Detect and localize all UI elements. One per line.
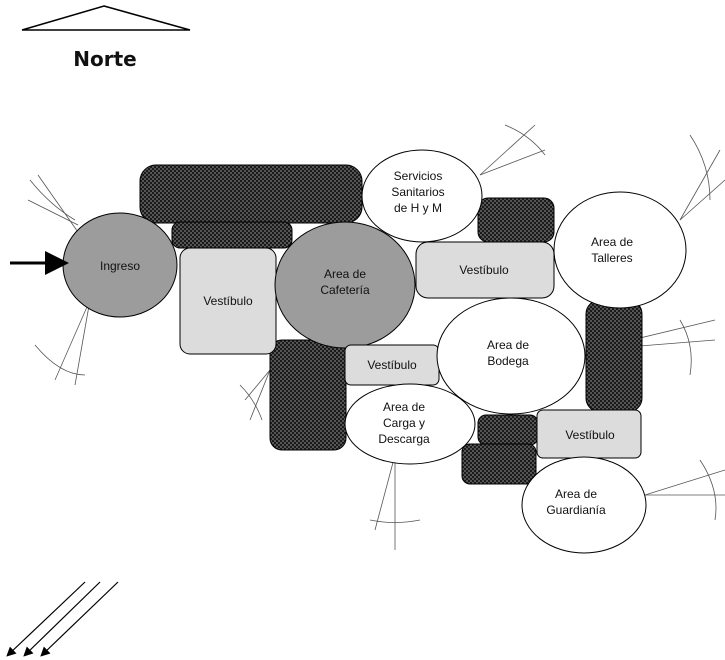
carga-label-3: Descarga — [378, 432, 430, 446]
servicios-label-3: de H y M — [394, 201, 442, 215]
servicios-label-1: Servicios — [394, 169, 443, 183]
bodega-area: Area de Bodega — [436, 297, 586, 415]
view-lines — [27, 124, 725, 550]
hatched-block-servicios — [477, 197, 555, 243]
vestibulo-mid-label: Vestíbulo — [367, 358, 417, 372]
carga-area: Area de Carga y Descarga — [344, 383, 476, 465]
carga-label-1: Area de — [383, 400, 425, 414]
guardiania-area: Area de Guardianía — [521, 456, 647, 554]
hatched-block-top-lower — [171, 221, 293, 249]
carga-label-2: Carga y — [383, 416, 425, 430]
bodega-label-1: Area de — [487, 338, 529, 352]
north-indicator: Norte — [21, 5, 191, 71]
vestibulo-right: Vestíbulo — [536, 409, 642, 459]
view-arc-servicios — [504, 124, 546, 156]
guardiania-label-2: Guardianía — [546, 503, 606, 517]
vestibulo-top-label: Vestíbulo — [459, 263, 509, 277]
hatched-block-top — [139, 164, 363, 224]
view-arc-top-left — [29, 179, 76, 221]
ingreso-label: Ingreso — [100, 259, 140, 273]
wind-arrows-icon — [6, 581, 119, 657]
vestibulo-top: Vestíbulo — [415, 241, 555, 299]
cafeteria-area: Area de Cafetería — [274, 221, 416, 349]
view-arc-bodega — [679, 319, 692, 376]
hatched-block-carga-bottom — [461, 443, 537, 485]
vestibulo-mid: Vestíbulo — [344, 344, 440, 386]
north-label: Norte — [73, 47, 136, 71]
servicios-label-2: Sanitarios — [391, 185, 444, 199]
talleres-label-1: Area de — [591, 235, 633, 249]
vestibulo-left-label: Vestíbulo — [203, 294, 253, 308]
view-arc-talleres — [689, 134, 711, 201]
servicios-area: Servicios Sanitarios de H y M — [361, 149, 483, 243]
north-triangle-icon — [21, 5, 191, 31]
talleres-area: Area de Talleres — [553, 191, 687, 309]
guardiania-label-1: Area de — [555, 487, 597, 501]
hatched-block-carga-right — [477, 414, 539, 446]
hatched-block-left-middle — [269, 339, 347, 451]
cafeteria-label-2: Cafetería — [320, 283, 370, 297]
hatched-block-bodega-right — [585, 299, 643, 413]
cafeteria-label-1: Area de — [324, 267, 366, 281]
ingreso-area: Ingreso — [62, 212, 178, 318]
view-arc-guardiania — [699, 459, 717, 521]
view-arc-left-middle — [239, 384, 263, 421]
talleres-label-2: Talleres — [591, 251, 632, 265]
vestibulo-right-label: Vestíbulo — [565, 428, 615, 442]
vestibulo-left: Vestíbulo — [179, 247, 277, 355]
view-arc-bottom-left — [34, 344, 86, 376]
bodega-label-2: Bodega — [487, 354, 529, 368]
